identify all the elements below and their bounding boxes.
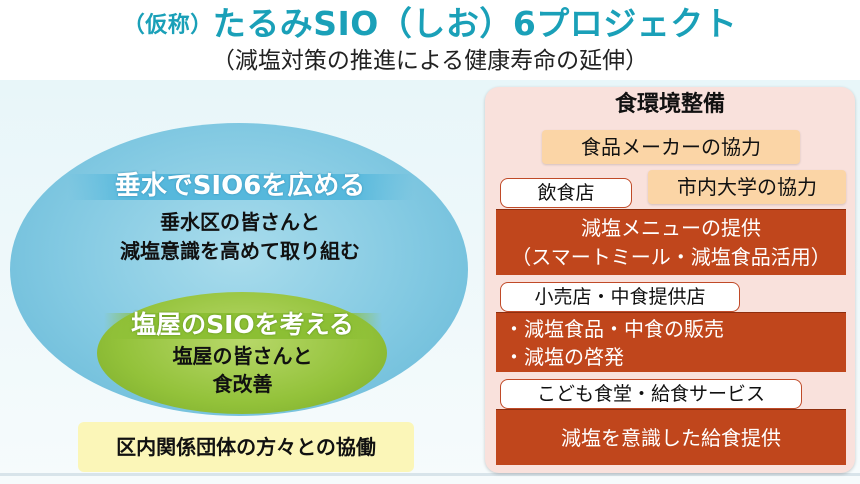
university-box: 市内大学の協力 bbox=[648, 170, 846, 204]
tarumi-heading: 垂水でSIO6を広める bbox=[114, 171, 366, 201]
restaurant-content-box: 減塩メニューの提供 （スマートミール・減塩食品活用） bbox=[496, 209, 846, 275]
page-subtitle: （減塩対策の推進による健康寿命の延伸） bbox=[211, 48, 649, 74]
tarumi-desc-line2: 減塩意識を高めて取り組む bbox=[120, 239, 360, 263]
retail-line1: ・減塩食品・中食の販売 bbox=[504, 317, 724, 341]
restaurant-line1: 減塩メニューの提供 bbox=[581, 216, 761, 240]
shioya-ellipse bbox=[97, 292, 387, 414]
bottom-divider bbox=[0, 473, 860, 476]
page-title: （仮称）たるみSIO（しお）6プロジェクト bbox=[0, 4, 860, 46]
collaboration-box: 区内関係団体の方々との協働 bbox=[78, 422, 414, 472]
tarumi-desc-line1: 垂水区の皆さんと bbox=[160, 210, 320, 234]
shioya-desc-line2: 食改善 bbox=[212, 372, 273, 396]
retail-tab: 小売店・中食提供店 bbox=[500, 282, 740, 312]
kids-tab: こども食堂・給食サービス bbox=[500, 379, 802, 409]
retail-content-box: ・減塩食品・中食の販売 ・減塩の啓発 bbox=[496, 312, 846, 372]
shioya-banner bbox=[104, 313, 382, 339]
kids-content-box: 減塩を意識した給食提供 bbox=[496, 409, 846, 465]
shioya-heading: 塩屋のSIOを考える bbox=[131, 310, 354, 339]
title-main: たるみSIO（しお）6プロジェクト bbox=[212, 4, 738, 43]
restaurant-line2: （スマートミール・減塩食品活用） bbox=[511, 245, 831, 269]
tarumi-banner bbox=[68, 174, 414, 200]
shioya-desc-line1: 塩屋の皆さんと bbox=[172, 344, 313, 368]
title-prefix: （仮称） bbox=[122, 13, 213, 38]
restaurant-tab: 飲食店 bbox=[500, 178, 632, 208]
retail-line2: ・減塩の啓発 bbox=[504, 345, 624, 369]
tarumi-description: 垂水区の皆さんと 減塩意識を高めて取り組む bbox=[60, 208, 420, 266]
food-maker-box: 食品メーカーの協力 bbox=[542, 130, 800, 164]
food-environment-title: 食環境整備 bbox=[614, 92, 725, 117]
shioya-description: 塩屋の皆さんと 食改善 bbox=[90, 342, 395, 398]
